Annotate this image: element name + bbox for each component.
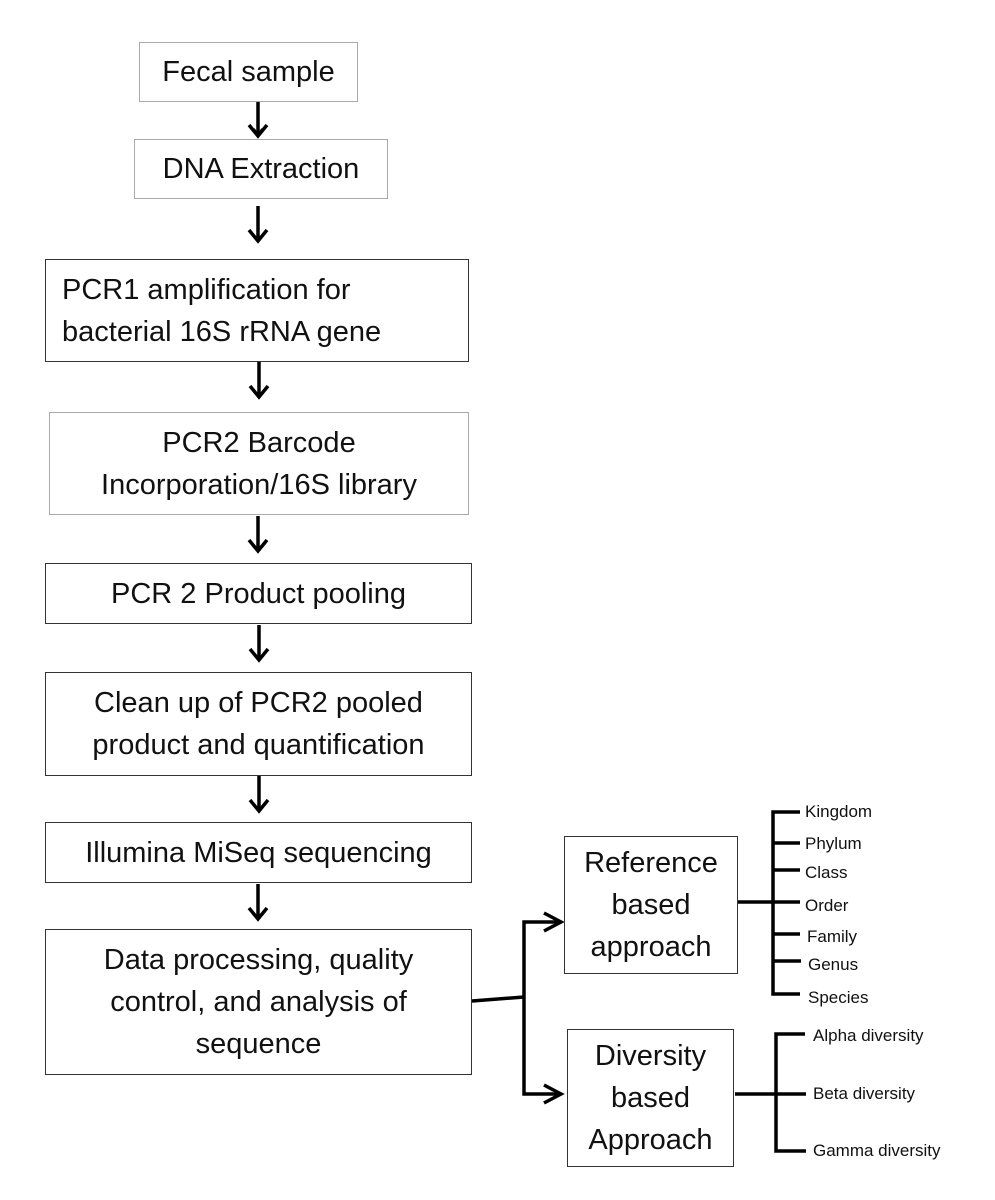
leaf-order: Order xyxy=(805,896,849,915)
branch-reference-based: Reference based approach xyxy=(564,836,738,974)
leaf-phylum: Phylum xyxy=(805,834,862,853)
leaf-genus: Genus xyxy=(808,955,859,974)
step-pcr1-amplification: PCR1 amplification for bacterial 16S rRN… xyxy=(45,259,469,362)
leaf-family: Family xyxy=(807,927,858,946)
reference-bracket-ticks xyxy=(773,841,801,963)
step-pcr2-pooling: PCR 2 Product pooling xyxy=(45,563,472,624)
leaf-kingdom: Kingdom xyxy=(805,802,873,821)
leaf-species: Species xyxy=(808,988,869,1007)
down-arrowheads xyxy=(247,123,270,922)
step-cleanup-quantification: Clean up of PCR2 pooled product and quan… xyxy=(45,672,472,776)
leaf-gamma-diversity: Gamma diversity xyxy=(813,1141,941,1160)
step-data-processing: Data processing, quality control, and an… xyxy=(45,929,472,1075)
leaf-class: Class xyxy=(805,863,848,882)
step-fecal-sample: Fecal sample xyxy=(139,42,358,102)
leaf-alpha-diversity: Alpha diversity xyxy=(813,1026,924,1045)
arrowhead-diversity xyxy=(543,1083,565,1105)
leaf-beta-diversity: Beta diversity xyxy=(813,1084,916,1103)
step-miseq-sequencing: Illumina MiSeq sequencing xyxy=(45,822,472,883)
arrowhead-reference xyxy=(543,911,565,933)
step-pcr2-barcode: PCR2 Barcode Incorporation/16S library xyxy=(49,412,469,515)
step-dna-extraction: DNA Extraction xyxy=(134,139,388,199)
split-connector xyxy=(471,995,525,1003)
branch-diversity-based: Diversity based Approach xyxy=(567,1029,734,1167)
split-bracket xyxy=(522,920,561,1096)
